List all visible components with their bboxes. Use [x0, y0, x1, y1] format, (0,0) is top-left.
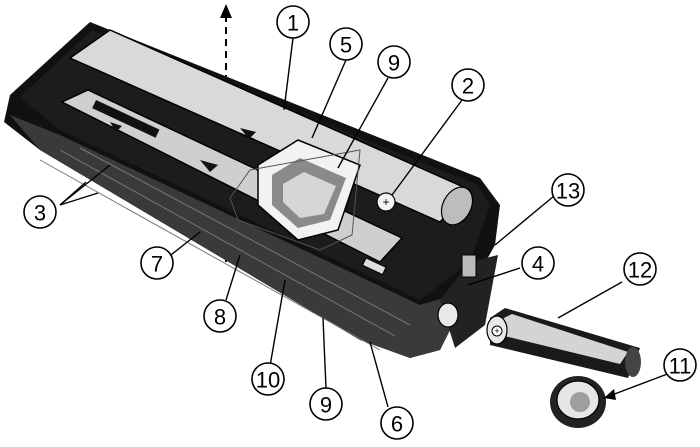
callout-12: 12	[623, 252, 657, 286]
callout-label: 12	[628, 258, 652, 283]
case-front-face	[10, 115, 470, 358]
callout-label: 9	[320, 393, 332, 418]
center-label-panel	[257, 139, 361, 241]
callout-label: 3	[34, 201, 46, 226]
cell-direction-arrow	[240, 128, 256, 139]
leader-lines	[59, 37, 671, 408]
recess-panel	[229, 149, 361, 251]
callout-label: 8	[214, 305, 226, 330]
callout-7: 7	[140, 246, 174, 280]
svg-text:+: +	[494, 326, 499, 336]
callout-9-bottom: 9	[309, 387, 343, 421]
plus-terminal-marker: +	[376, 192, 396, 212]
callout-4: 4	[521, 246, 555, 280]
callout-2: 2	[451, 68, 485, 102]
cell-direction-arrow	[200, 160, 218, 172]
svg-text:+: +	[382, 195, 389, 209]
callout-label: 10	[256, 368, 280, 393]
callout-label: 5	[340, 33, 352, 58]
callout-6: 6	[380, 406, 414, 440]
callout-3: 3	[23, 195, 57, 229]
callout-13: 13	[551, 173, 585, 207]
callout-10: 10	[251, 362, 285, 396]
callout-label: 11	[669, 354, 692, 379]
callout-5: 5	[329, 27, 363, 61]
coin-cell	[550, 376, 606, 428]
callout-label: 1	[287, 11, 299, 36]
battery-case-body: +	[4, 22, 500, 358]
callout-label: 9	[388, 51, 400, 76]
callout-label: 7	[151, 252, 163, 277]
callout-8: 8	[203, 299, 237, 333]
callout-9-top: 9	[377, 45, 411, 79]
callout-label: 6	[391, 412, 403, 437]
callout-11: 11	[663, 348, 697, 382]
small-badge	[361, 257, 387, 276]
callout-1: 1	[276, 5, 310, 39]
callout-label: 2	[462, 74, 474, 99]
callout-label: 4	[532, 252, 544, 277]
callout-label: 13	[556, 179, 580, 204]
end-connector	[437, 254, 498, 348]
cell-direction-arrow	[110, 122, 122, 132]
single-battery: +	[486, 308, 641, 378]
